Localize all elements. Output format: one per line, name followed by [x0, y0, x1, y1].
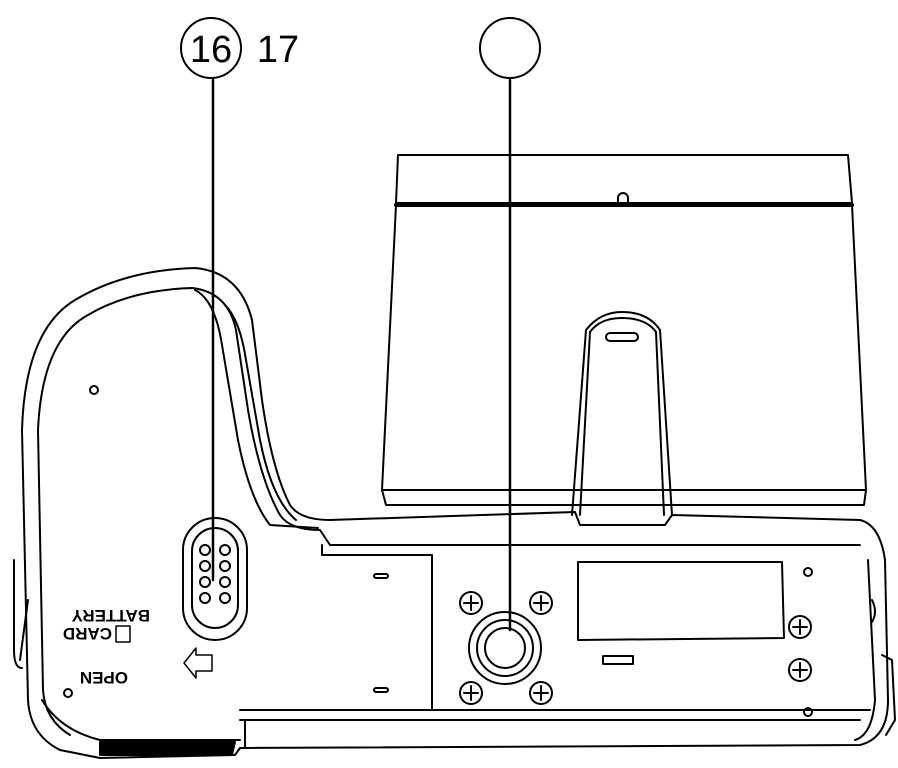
socket-screw-br: [529, 681, 553, 705]
socket-screw-bl: [459, 681, 483, 705]
lens-bracket: [571, 311, 673, 516]
label-plate: [577, 561, 785, 665]
battery-labels: BATTERY CARD OPEN: [63, 606, 150, 687]
battery-door[interactable]: [321, 544, 433, 711]
tripod-socket: [459, 591, 553, 705]
callout-number-17: 17: [257, 29, 299, 71]
open-arrow-icon: [183, 647, 213, 679]
card-label: CARD: [63, 624, 112, 643]
callout-17: [479, 17, 541, 632]
socket-screw-tl: [459, 591, 483, 615]
battery-door-latch[interactable]: [182, 517, 248, 641]
camera-body: [13, 267, 896, 759]
card-icon: [115, 625, 131, 643]
screw-right-top: [788, 615, 812, 639]
callout-16: [180, 17, 242, 582]
body-screws: [63, 385, 813, 717]
callout-number-16: 16: [190, 29, 232, 71]
screw-right-bottom: [788, 658, 812, 682]
lens-barrel: [381, 154, 867, 506]
open-label: OPEN: [80, 668, 128, 687]
battery-label: BATTERY: [71, 606, 150, 625]
socket-screw-tr: [529, 591, 553, 615]
